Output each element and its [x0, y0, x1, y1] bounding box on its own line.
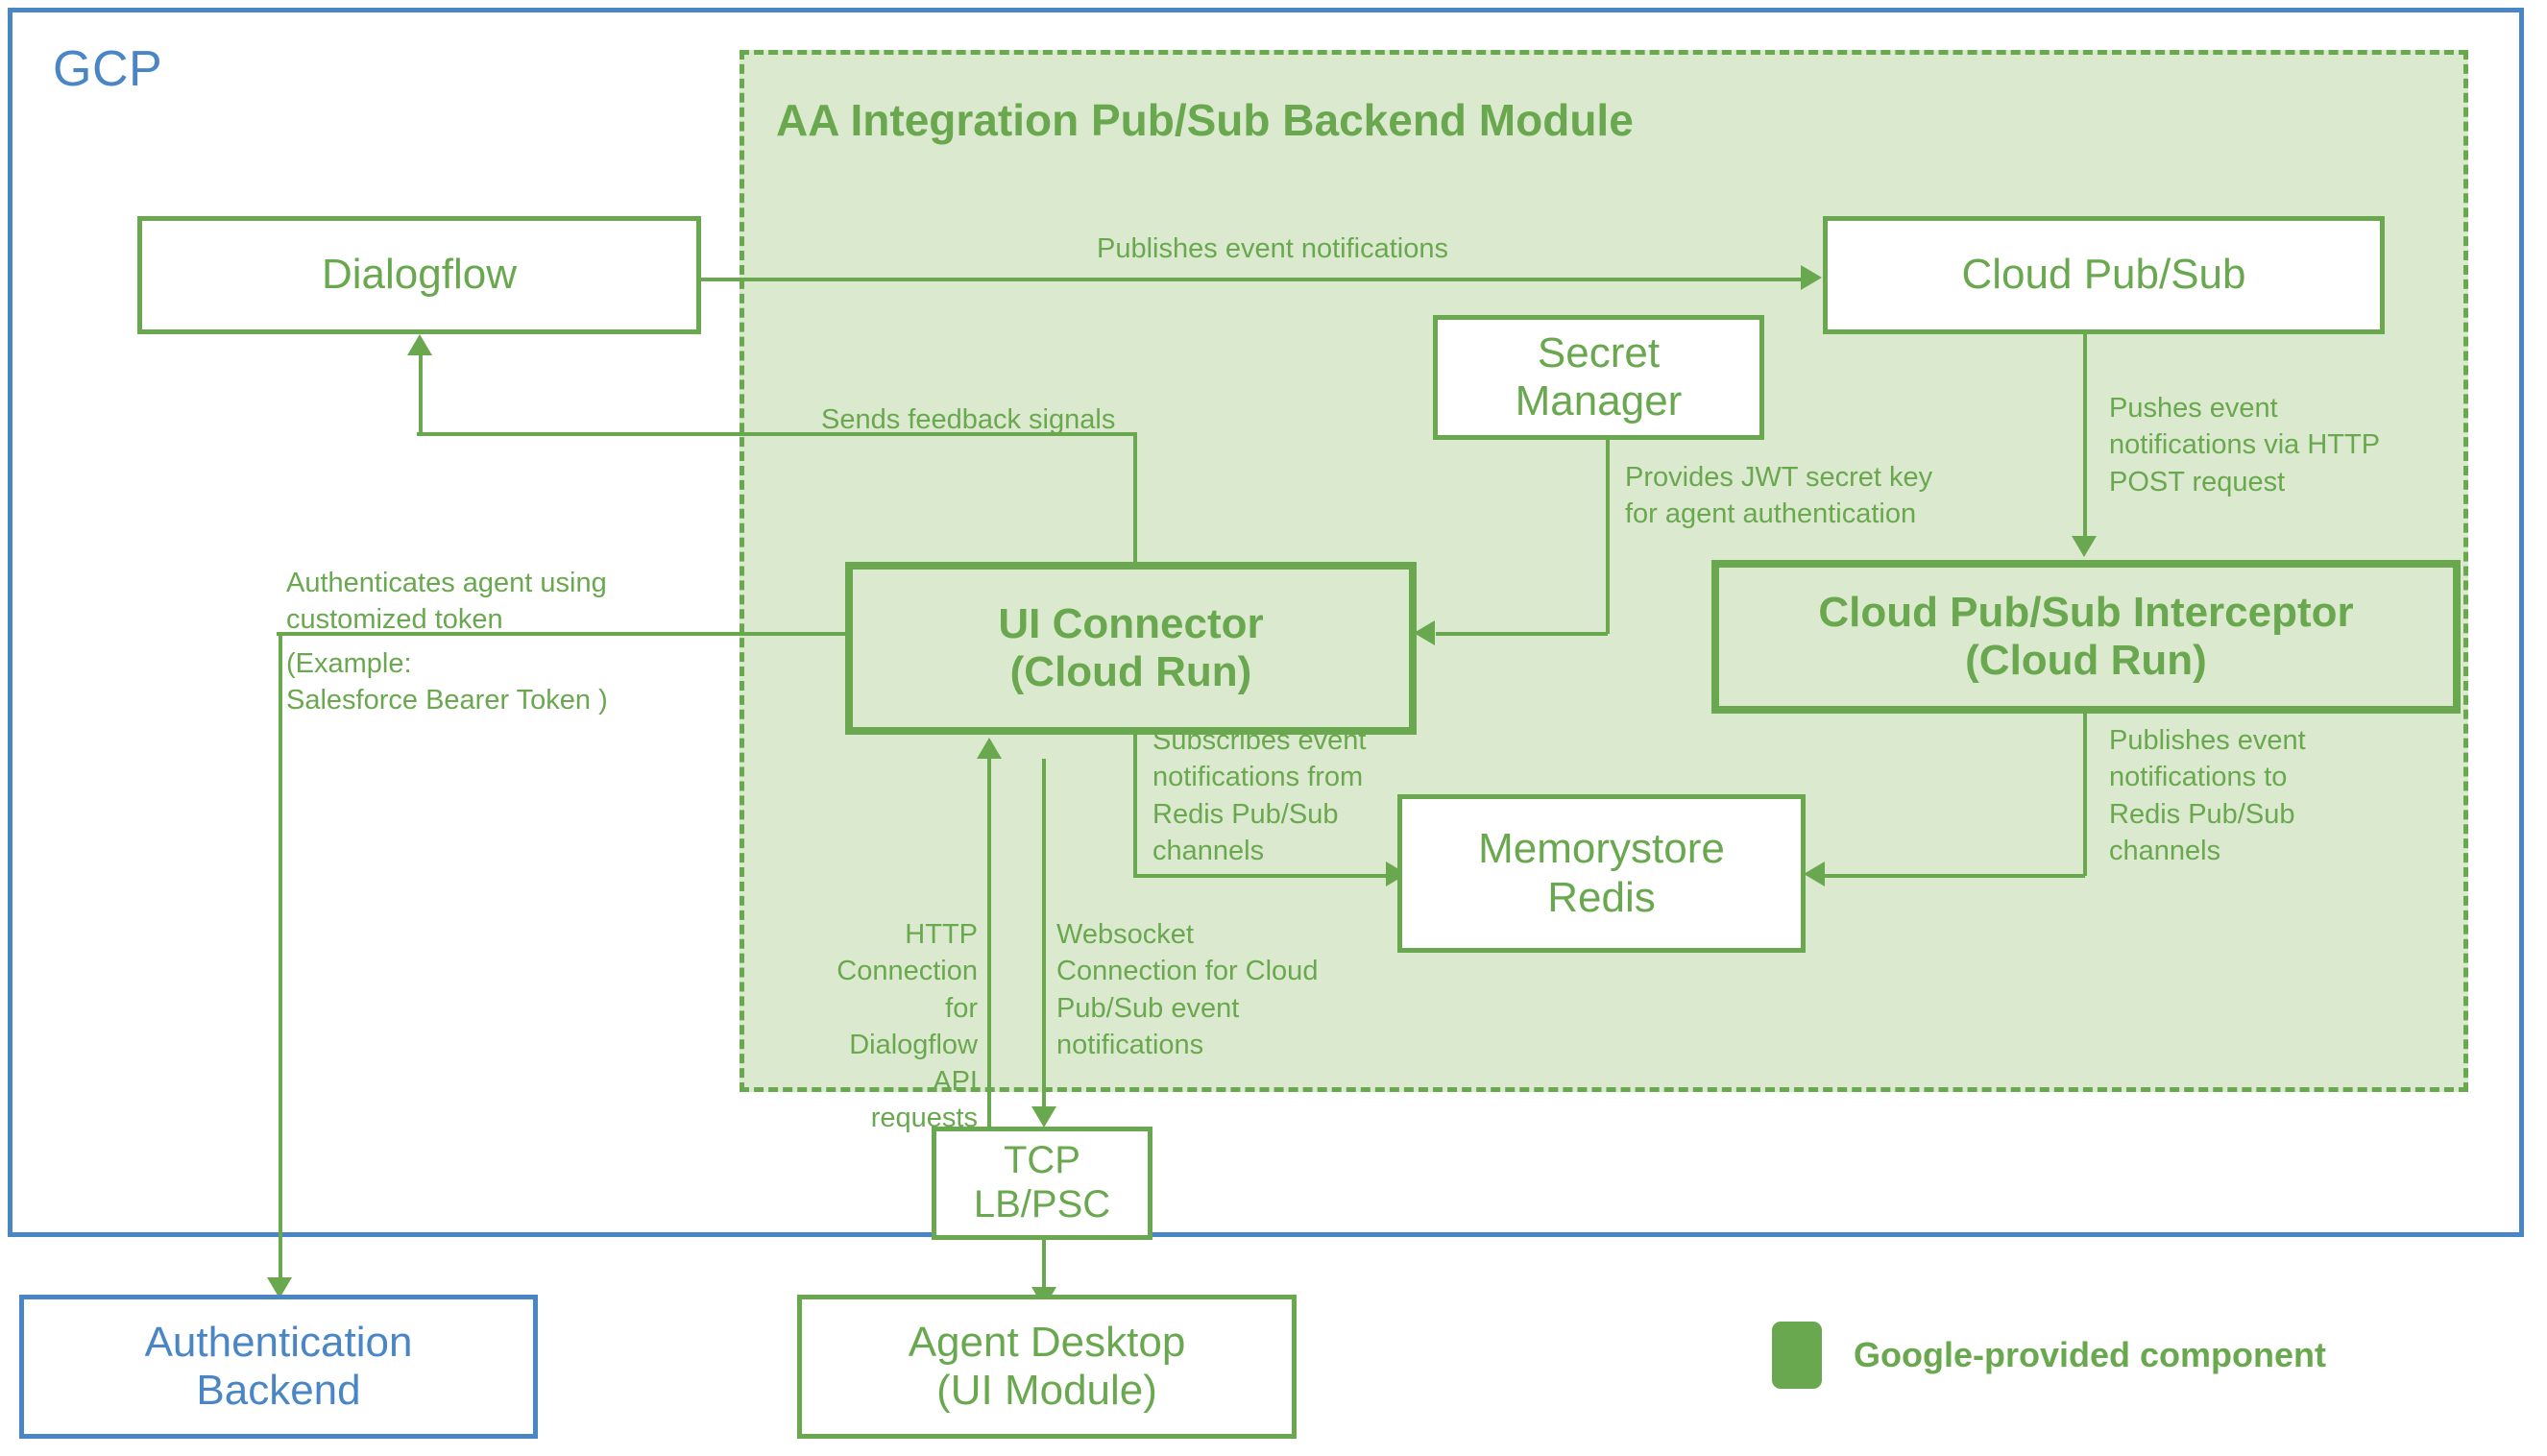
node-dialogflow[interactable]: Dialogflow	[137, 216, 701, 334]
edge-label-publishes-event-redis: Publishes event notifications to Redis P…	[2109, 725, 2306, 866]
edge-http-vline	[987, 759, 991, 1135]
edge-secret-vline	[1606, 437, 1610, 634]
edge-dialogflow-to-pubsub-line	[701, 278, 1806, 281]
edge-secret-arrowhead	[1414, 620, 1435, 645]
edge-publish-redis-arrowhead	[1804, 861, 1825, 886]
edge-publish-redis-vline	[2083, 713, 2087, 876]
edge-pubsub-to-interceptor-arrowhead	[2072, 536, 2097, 557]
edge-feedback-arrowhead	[407, 334, 432, 355]
gcp-boundary	[8, 8, 2524, 1237]
edge-label-websocket-connection: Websocket Connection for Cloud Pub/Sub e…	[1056, 919, 1319, 1060]
edge-feedback-vline-right	[1133, 434, 1137, 564]
node-memorystore-redis[interactable]: Memorystore Redis	[1397, 794, 1806, 953]
edge-lb-to-agent-vline	[1042, 1237, 1046, 1293]
edge-label-publishes-event-notifications: Publishes event notifications	[1097, 233, 1448, 264]
edge-http-arrowhead	[977, 738, 1002, 759]
aa-integration-module-title: AA Integration Pub/Sub Backend Module	[776, 95, 1634, 145]
edge-label-http-connection: HTTP Connection for Dialogflow API reque…	[837, 919, 978, 1134]
edge-label-pushes-event-http-post: Pushes event notifications via HTTP POST…	[2109, 393, 2381, 497]
node-cloud-pubsub[interactable]: Cloud Pub/Sub	[1823, 216, 2385, 334]
node-authentication-backend[interactable]: Authentication Backend	[19, 1295, 538, 1439]
edge-label-authenticates-agent: Authenticates agent using customized tok…	[286, 568, 607, 636]
edge-feedback-vline-left	[419, 355, 423, 434]
edge-secret-hline	[1436, 632, 1608, 636]
node-secret-manager[interactable]: Secret Manager	[1433, 315, 1764, 440]
edge-label-authenticates-agent-example: (Example: Salesforce Bearer Token )	[286, 648, 608, 716]
edge-websocket-vline	[1042, 759, 1046, 1112]
edge-publish-redis-hline	[1825, 874, 2085, 878]
legend-label-google-component: Google-provided component	[1854, 1335, 2326, 1374]
edge-dialogflow-to-pubsub-arrowhead	[1801, 265, 1822, 290]
edge-auth-hline	[277, 632, 847, 636]
edge-websocket-arrowhead	[1031, 1106, 1056, 1128]
edge-subscribe-vline	[1133, 735, 1137, 876]
edge-label-sends-feedback-signals: Sends feedback signals	[821, 404, 1116, 435]
node-cloud-pubsub-interceptor[interactable]: Cloud Pub/Sub Interceptor (Cloud Run)	[1711, 560, 2461, 714]
node-tcp-lb-psc[interactable]: TCP LB/PSC	[932, 1127, 1152, 1240]
edge-feedback-hline	[417, 432, 1137, 436]
edge-pubsub-to-interceptor-line	[2083, 331, 2087, 538]
edge-auth-arrowhead	[267, 1277, 292, 1298]
gcp-boundary-label: GCP	[53, 41, 163, 97]
edge-subscribe-hline	[1133, 874, 1393, 878]
node-ui-connector[interactable]: UI Connector (Cloud Run)	[845, 562, 1417, 735]
node-agent-desktop[interactable]: Agent Desktop (UI Module)	[797, 1295, 1297, 1439]
edge-label-subscribes-event-redis: Subscribes event notifications from Redi…	[1152, 725, 1367, 866]
edge-auth-vline	[279, 632, 282, 1285]
legend-swatch-google-component	[1772, 1322, 1822, 1389]
edge-label-provides-jwt: Provides JWT secret key for agent authen…	[1625, 462, 1933, 530]
